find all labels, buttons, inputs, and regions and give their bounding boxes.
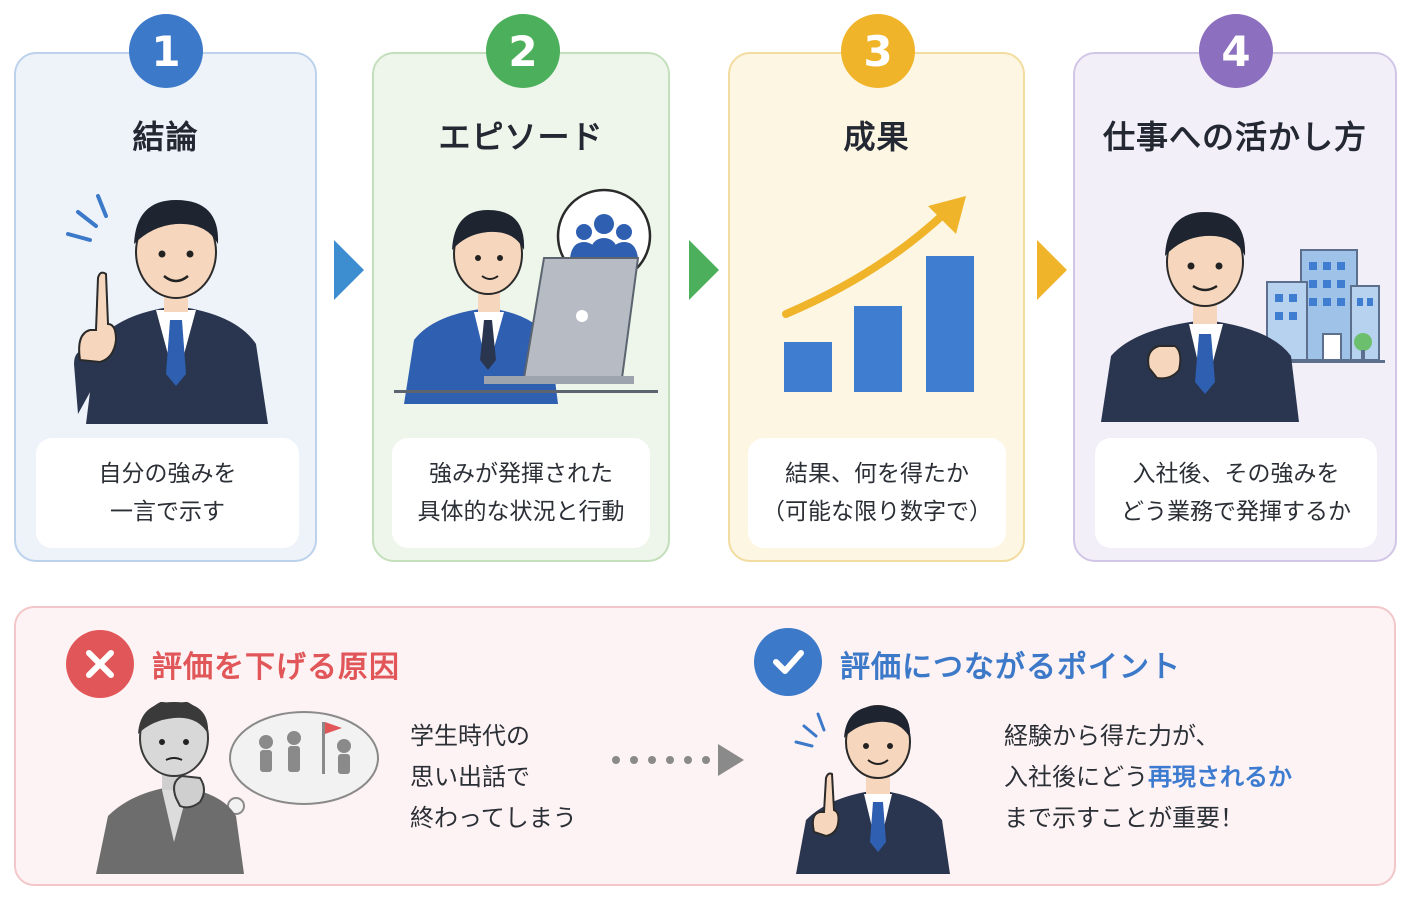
step-desc-1-line-2: 一言で示す xyxy=(110,499,225,525)
step-desc-3-line-2: （可能な限り数字で） xyxy=(762,499,992,525)
step-desc-3-line-1: 結果、何を得たか xyxy=(785,461,969,487)
step-desc-4: 入社後、その強みを どう業務で発揮するか xyxy=(1095,438,1377,548)
step-badge-2: 2 xyxy=(486,14,560,88)
good-title: 評価につながるポイント xyxy=(840,650,1181,685)
bad-text: 学生時代の 思い出話で 終わってしまう xyxy=(410,716,577,839)
step-arrow-3 xyxy=(1037,240,1067,300)
step-card-3: 3 成果 結果、何を得たか （可能な限り数字で） xyxy=(728,14,1025,562)
good-text-line-3: まで示すことが重要！ xyxy=(1004,804,1244,832)
chin-hand xyxy=(173,774,205,809)
bad-title: 評価を下げる原因 xyxy=(152,650,400,685)
step-title-3: 成果 xyxy=(843,118,910,156)
step-desc-2-line-2: 具体的な状況と行動 xyxy=(417,499,625,525)
step-illustration-2 xyxy=(394,180,658,414)
step-desc-1: 自分の強みを 一言で示す xyxy=(36,438,299,548)
bad-text-line-2: 思い出話で xyxy=(410,763,530,791)
grey-suit-body xyxy=(96,786,244,874)
bad-illustration xyxy=(96,699,406,878)
good-text-line-2: 入社後にどう再現されるか xyxy=(1004,757,1292,798)
step-illustration-4 xyxy=(1095,182,1385,426)
step-badge-4: 4 xyxy=(1199,14,1273,88)
step-desc-2: 強みが発揮された 具体的な状況と行動 xyxy=(392,438,650,548)
good-text-line-1: 経験から得た力が、 xyxy=(1004,722,1220,750)
good-text: 経験から得た力が、 入社後にどう再現されるか まで示すことが重要！ xyxy=(1004,716,1292,839)
chart-bar-3 xyxy=(926,256,974,392)
chart-bar-1 xyxy=(784,342,832,392)
dotted-arrow-icon xyxy=(610,740,750,784)
check-icon xyxy=(754,628,822,696)
step-card-4: 4 仕事への活かし方 xyxy=(1073,14,1397,562)
chart-bar-2 xyxy=(854,306,902,392)
evaluation-panel: 評価を下げる原因 xyxy=(14,606,1396,886)
step-card-1: 1 結論 自分の強みを 一言で示す xyxy=(14,14,317,562)
thought-bubble-icon xyxy=(216,711,379,826)
step-title-4: 仕事への活かし方 xyxy=(1102,118,1367,156)
step-card-2: 2 エピソード 強みが発 xyxy=(372,14,670,562)
step-badge-3: 3 xyxy=(841,14,915,88)
step-arrow-2 xyxy=(689,240,719,300)
cross-icon xyxy=(66,630,134,698)
good-text-line-2-pre: 入社後にどう xyxy=(1004,763,1148,791)
step-title-2: エピソード xyxy=(438,118,604,156)
office-building-icon xyxy=(1261,249,1385,363)
step-arrow-1 xyxy=(334,240,364,300)
step-badge-1: 1 xyxy=(129,14,203,88)
step-title-1: 結論 xyxy=(132,118,199,156)
good-illustration xyxy=(786,702,966,878)
step-desc-4-line-2: どう業務で発揮するか xyxy=(1121,499,1351,525)
bad-text-line-3: 終わってしまう xyxy=(410,804,577,832)
step-desc-2-line-1: 強みが発揮された xyxy=(429,461,613,487)
step-desc-3: 結果、何を得たか （可能な限り数字で） xyxy=(748,438,1006,548)
growth-arrow-icon xyxy=(782,208,950,318)
emphasis-lines-icon xyxy=(66,194,108,242)
step-desc-4-line-1: 入社後、その強みを xyxy=(1132,461,1340,487)
bad-text-line-1: 学生時代の xyxy=(410,722,530,750)
step-illustration-3 xyxy=(770,194,990,408)
raised-hand xyxy=(74,350,100,414)
laptop-icon xyxy=(484,257,640,384)
fist-hand xyxy=(1147,345,1182,380)
step-desc-1-line-1: 自分の強みを xyxy=(98,461,237,487)
good-text-highlight: 再現されるか xyxy=(1148,763,1292,791)
step-illustration-1 xyxy=(56,174,296,428)
